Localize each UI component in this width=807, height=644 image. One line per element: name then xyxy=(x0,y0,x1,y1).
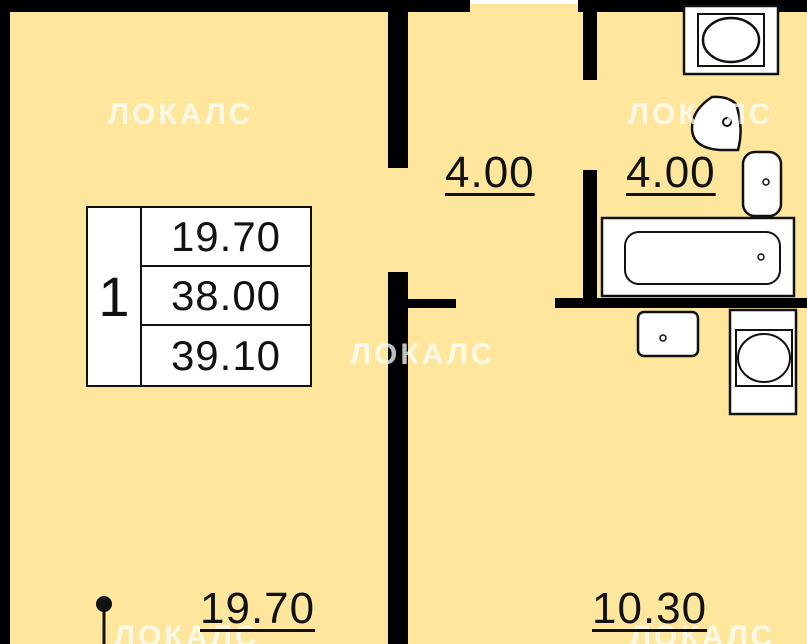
bidet-icon xyxy=(690,95,742,152)
watermark-top-left: ЛОКАЛС xyxy=(108,98,254,131)
wall-partition-upper xyxy=(388,0,408,168)
living-area-value: 19.70 xyxy=(142,208,310,267)
wall-left xyxy=(0,0,10,644)
bathroom-area-label: 4.00 xyxy=(626,148,716,197)
stove-icon xyxy=(728,308,798,416)
wall-partition-lower xyxy=(388,272,408,644)
room-count: 1 xyxy=(88,208,142,385)
wall-bath-bottom xyxy=(555,298,807,308)
watermark-center: ЛОКАЛС xyxy=(350,338,496,371)
radiator-icon xyxy=(96,596,112,644)
entrance-opening xyxy=(470,0,578,4)
wall-bath-stub-top xyxy=(583,0,597,80)
wall-hall-stub xyxy=(408,299,456,308)
washbasin-icon xyxy=(741,150,783,218)
total-area-with-balcony-value: 39.10 xyxy=(170,331,282,379)
kitchen-sink-icon xyxy=(636,310,700,358)
total-area-value: 38.00 xyxy=(142,267,310,326)
wall-bath-left xyxy=(583,170,597,308)
toilet-icon xyxy=(682,4,780,76)
watermark-bottom-left: ЛОКАЛС xyxy=(114,620,260,644)
wall-top-left xyxy=(0,0,470,12)
kitchen-area-label: 10.30 xyxy=(592,584,708,633)
living-room-area-label: 19.70 xyxy=(200,584,316,633)
watermark-top-right: ЛОКАЛС xyxy=(628,98,774,131)
watermark-bottom-right: ЛОКАЛС xyxy=(630,620,776,644)
area-summary-table: 1 19.70 38.00 39.10 xyxy=(86,206,312,387)
hall-area-label: 4.00 xyxy=(445,148,535,197)
bathtub-icon xyxy=(600,216,796,298)
